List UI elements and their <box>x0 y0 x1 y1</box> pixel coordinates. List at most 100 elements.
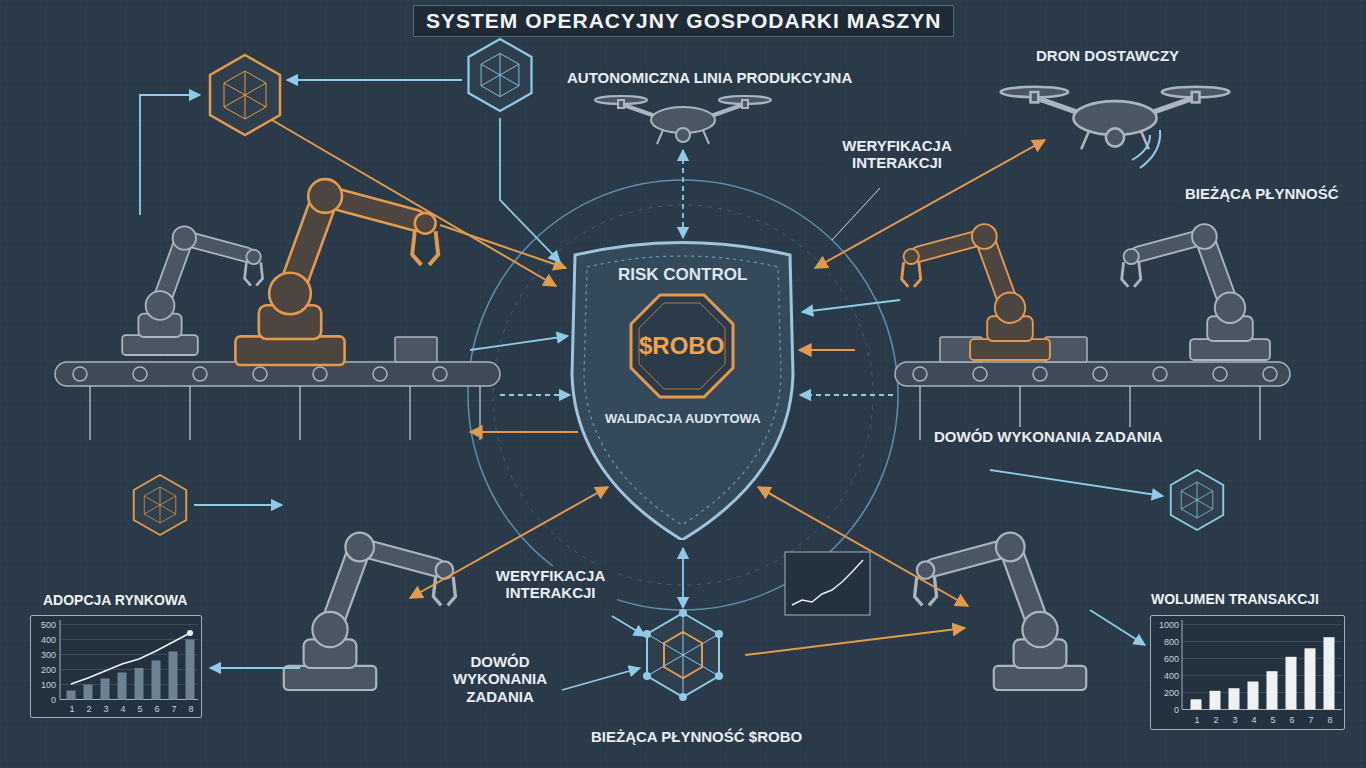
art-rect <box>118 673 127 700</box>
art-rect <box>785 552 870 615</box>
axis-tick-label: 1000 <box>1153 620 1179 631</box>
art-circle <box>679 693 687 701</box>
art-path <box>832 188 880 240</box>
art-circle <box>1093 367 1107 381</box>
art-circle <box>133 367 147 381</box>
flow-arrows-blue <box>140 80 1163 690</box>
hex-cube-icon <box>469 39 532 111</box>
callout-label: DOWÓD WYKONANIA ZADANIA <box>441 652 559 706</box>
art-rect <box>30 615 202 718</box>
chart-heading: ADOPCJA RYNKOWA <box>43 592 187 609</box>
axis-tick-label: 4 <box>118 704 128 715</box>
callout-label: DOWÓD WYKONANIA ZADANIA <box>930 427 1167 446</box>
axis-tick-label: 4 <box>1248 715 1260 726</box>
art-circle <box>73 367 87 381</box>
art-polygon <box>647 613 719 697</box>
art-rect <box>1045 337 1087 362</box>
art-rect <box>395 337 437 362</box>
shield-outline <box>572 243 793 541</box>
network-icon <box>643 609 723 701</box>
axis-tick-label: 8 <box>1324 715 1336 726</box>
art-rect <box>1229 688 1240 709</box>
art-path <box>272 120 556 286</box>
axis-tick-label: 400 <box>1153 671 1179 682</box>
art-circle <box>187 630 193 636</box>
art-rect <box>1248 682 1259 710</box>
art-path <box>647 613 719 697</box>
token-symbol: $ROBO <box>639 332 724 361</box>
art-path <box>500 394 570 396</box>
art-circle <box>1213 367 1227 381</box>
art-rect <box>1324 637 1335 709</box>
art-path <box>745 628 965 655</box>
art-circle <box>643 630 651 638</box>
token-octagon: $ROBO <box>629 293 735 399</box>
callout-label: BIEŻĄCA PŁYNNOŚĆ $ROBO <box>587 727 806 746</box>
robot-arm <box>1122 224 1270 360</box>
art-circle <box>253 367 267 381</box>
axis-tick-label: 6 <box>152 704 162 715</box>
axis-tick-label: 6 <box>1286 715 1298 726</box>
axis-tick-label: 5 <box>135 704 145 715</box>
shield-heading: RISK CONTROL <box>618 265 747 285</box>
art-path <box>682 548 684 608</box>
octagon-outline <box>631 295 733 397</box>
art-path <box>140 95 200 215</box>
art-path <box>799 349 855 351</box>
art-path <box>1182 625 1342 693</box>
risk-shield: RISK CONTROL WALIDACJA AUDYTOWA $ROBO <box>565 235 800 540</box>
art-path <box>470 431 578 433</box>
mini-chart <box>785 552 870 615</box>
axis-tick-label: 5 <box>1267 715 1279 726</box>
axis-tick-label: 8 <box>186 704 196 715</box>
axis-tick-label: 100 <box>34 680 56 691</box>
axis-tick-label: 600 <box>1153 654 1179 665</box>
art-g <box>1191 637 1335 709</box>
callout-label: WERYFIKACJA INTERAKCJI <box>828 136 966 173</box>
chart-heading: WOLUMEN TRANSAKCJI <box>1151 591 1319 608</box>
axis-tick-label: 7 <box>1305 715 1317 726</box>
art-rect <box>84 685 93 700</box>
art-path <box>90 386 480 440</box>
signal-waves <box>1132 130 1160 168</box>
chart-left-plot <box>30 615 202 718</box>
art-path <box>1090 610 1145 645</box>
callout-label: WERYFIKACJA INTERAKCJI <box>484 566 617 603</box>
axis-tick-label: 800 <box>1153 637 1179 648</box>
robot-arm <box>235 179 438 365</box>
art-circle <box>715 630 723 638</box>
art-rect <box>1267 671 1278 709</box>
axis-tick-label: 200 <box>1153 688 1179 699</box>
chart-panel: ADOPCJA RYNKOWA500400300200100012345678 <box>30 615 202 718</box>
art-path <box>758 487 968 606</box>
art-path <box>287 79 462 81</box>
art-path <box>210 667 300 669</box>
axis-tick-label: 3 <box>1229 715 1241 726</box>
art-rect <box>1150 615 1345 730</box>
art-rect <box>895 362 1290 386</box>
octagon-inner-outline <box>639 303 725 389</box>
art-rect <box>152 661 161 700</box>
art-path <box>990 470 1163 496</box>
drone-icon <box>1001 87 1230 149</box>
hex-cube-icon <box>1171 470 1224 530</box>
shield-inner-outline <box>584 256 781 525</box>
leader-lines <box>832 188 880 240</box>
art-path <box>682 150 684 238</box>
art-circle <box>373 367 387 381</box>
chart-right-plot <box>1150 615 1345 730</box>
art-circle <box>715 672 723 680</box>
axis-tick-label: 0 <box>1153 705 1179 716</box>
axis-tick-label: 300 <box>34 650 56 661</box>
shield-caption: WALIDACJA AUDYTOWA <box>605 411 761 427</box>
axis-tick-label: 3 <box>101 704 111 715</box>
art-path <box>60 620 198 700</box>
axis-tick-label: 7 <box>169 704 179 715</box>
art-rect <box>67 691 76 700</box>
hex-cube-icon <box>210 55 280 135</box>
art-path <box>562 668 640 690</box>
robot-arm <box>915 533 1087 690</box>
art-rect <box>135 668 144 700</box>
robot-arm <box>284 533 456 690</box>
